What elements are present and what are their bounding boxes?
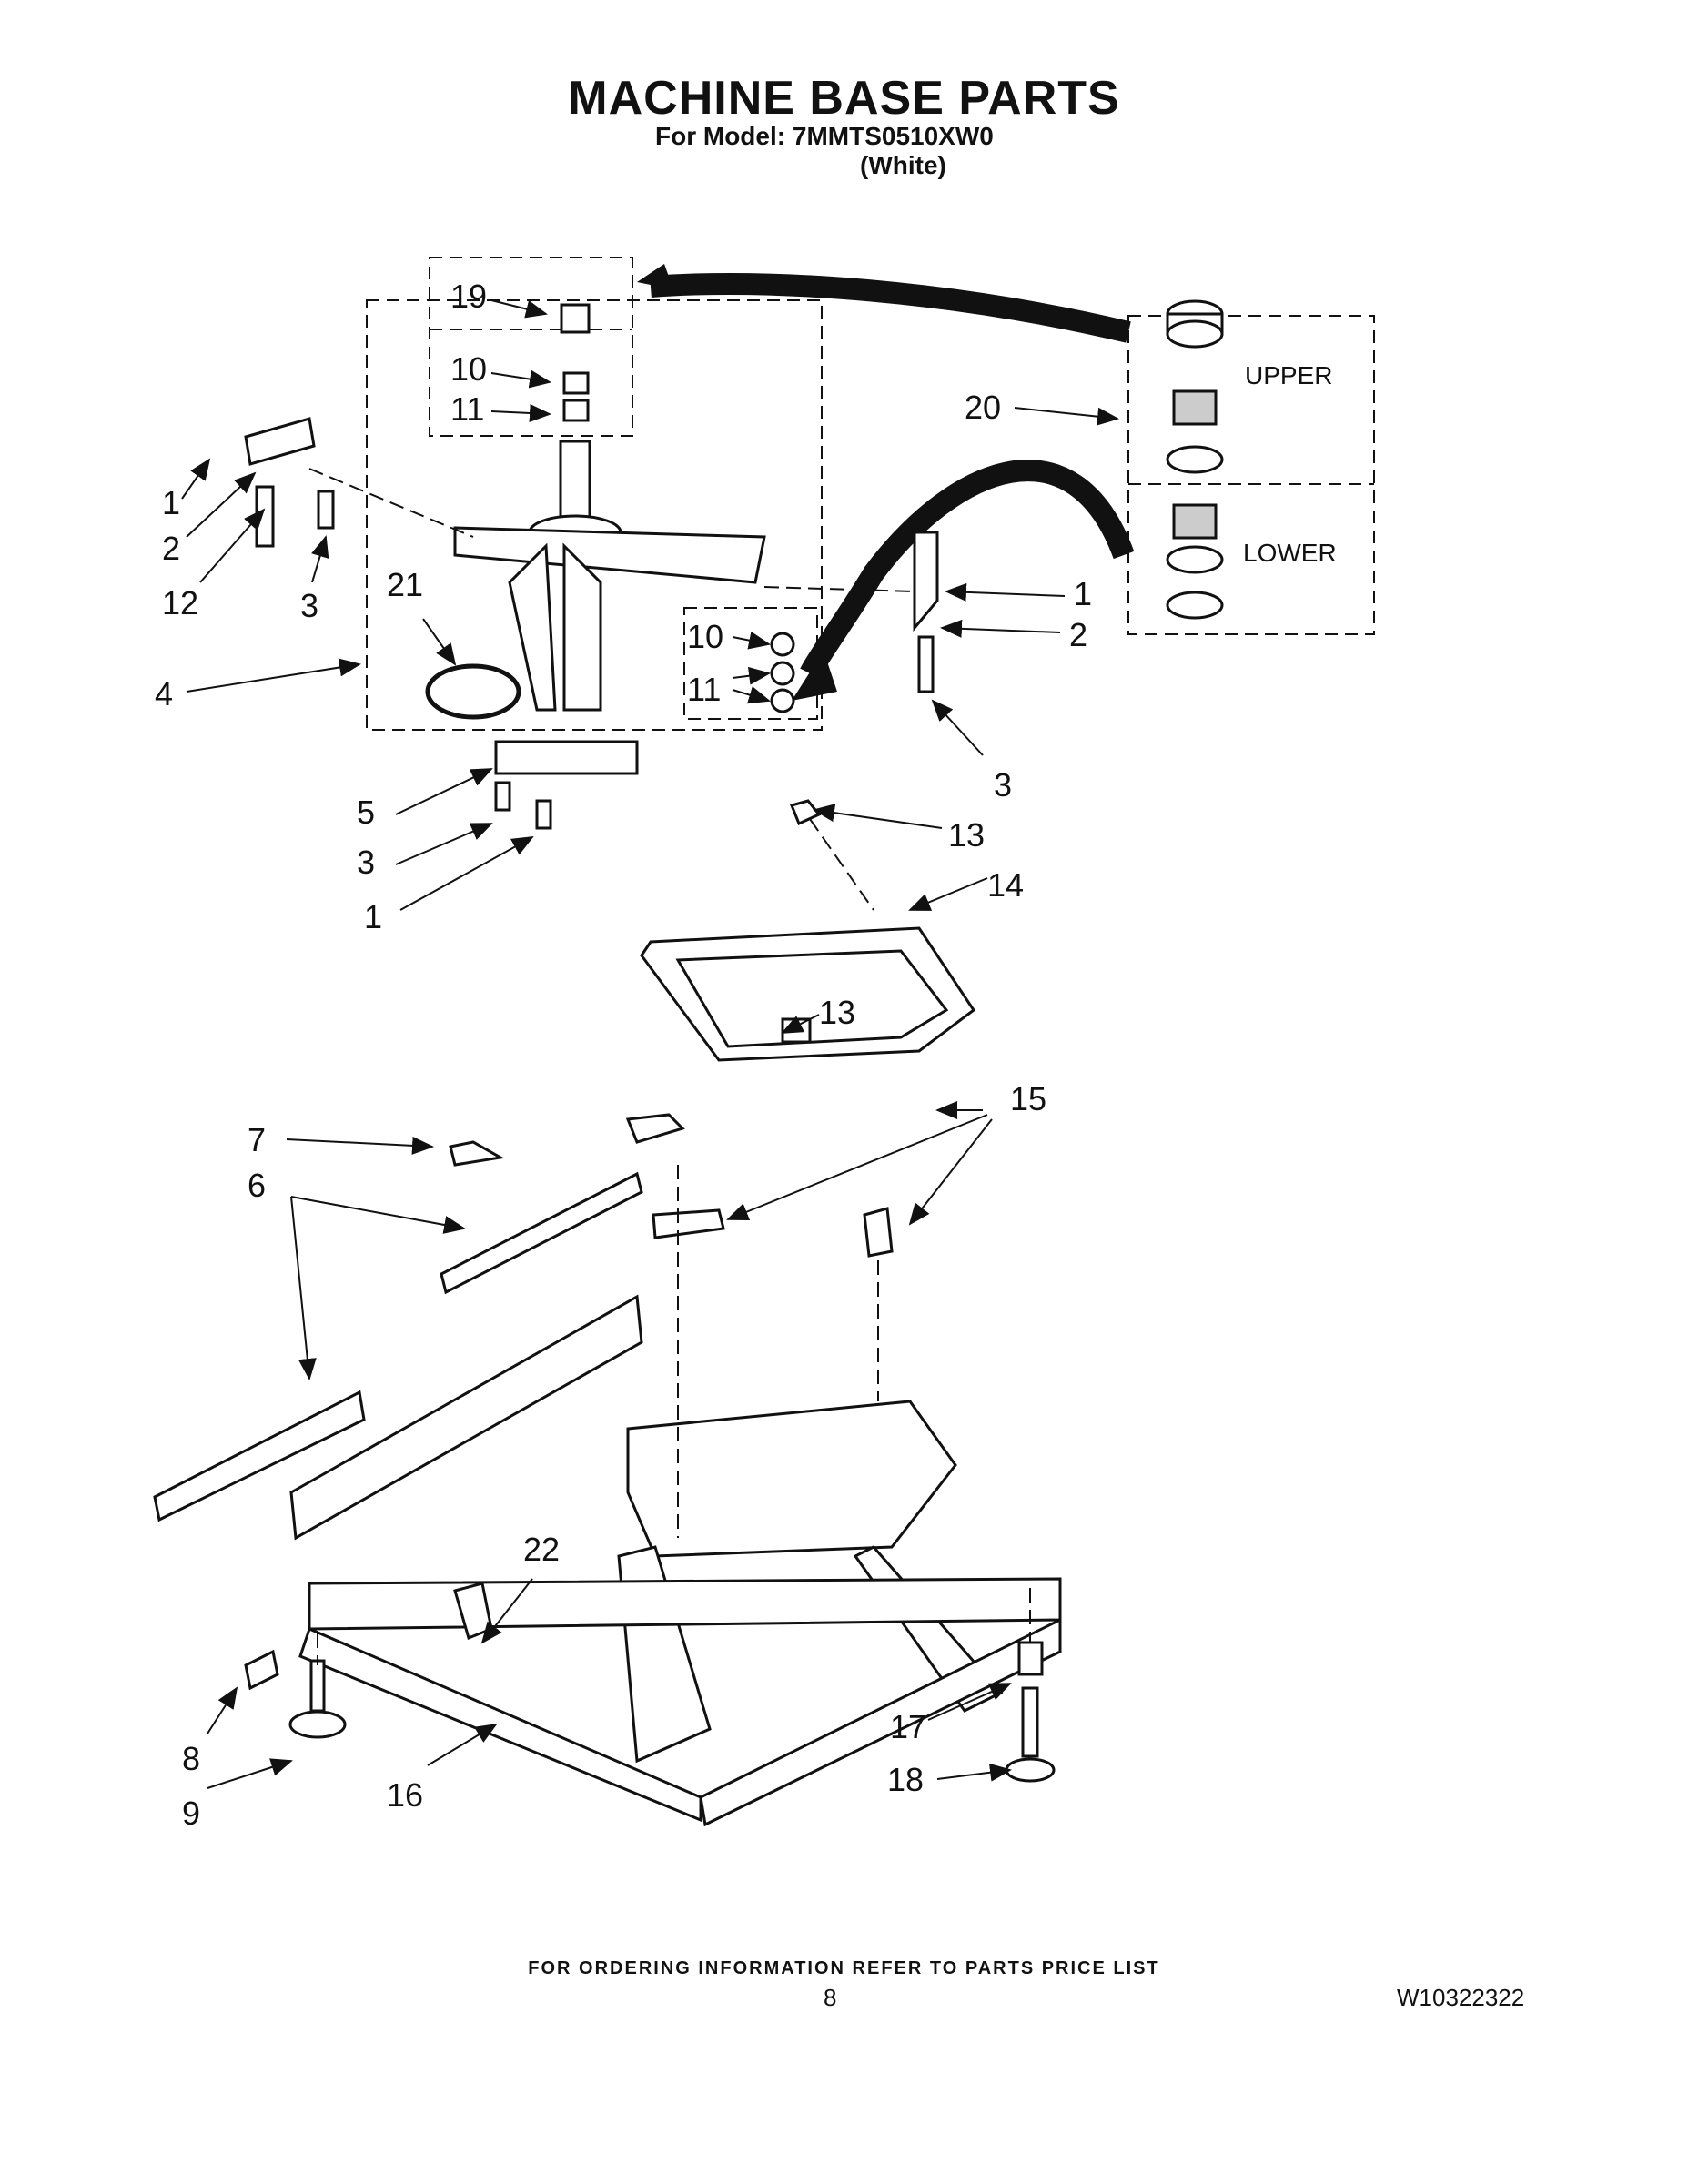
big-arrow-lower xyxy=(800,460,1135,679)
callout-11-lower: 11 xyxy=(687,671,721,708)
callout-16: 16 xyxy=(387,1776,423,1814)
callout-2-right: 2 xyxy=(1069,616,1087,653)
alignment-lines xyxy=(308,468,1031,1665)
leader-lines xyxy=(181,299,1119,1789)
bearing-kit-art xyxy=(1166,299,1224,620)
model-line: For Model: 7MMTS0510XW0 xyxy=(655,122,994,150)
document-number: W10322322 xyxy=(1397,1984,1525,2011)
callout-13-lower: 13 xyxy=(819,994,855,1031)
callout-3-bottom: 3 xyxy=(357,844,375,881)
callout-15: 15 xyxy=(1010,1080,1046,1117)
suspension-assembly-art xyxy=(244,303,939,830)
ordering-info-footer: FOR ORDERING INFORMATION REFER TO PARTS … xyxy=(528,1958,1160,1978)
color-line: (White) xyxy=(860,151,946,179)
callout-18: 18 xyxy=(887,1761,924,1798)
callout-14: 14 xyxy=(987,866,1024,904)
callout-4: 4 xyxy=(155,675,173,713)
callout-10-upper: 10 xyxy=(450,350,487,388)
callout-9: 9 xyxy=(182,1795,200,1832)
callout-21: 21 xyxy=(387,566,423,603)
callout-13-top: 13 xyxy=(948,816,985,854)
big-arrow-upper xyxy=(650,273,1131,343)
callout-17: 17 xyxy=(890,1708,926,1745)
callout-8: 8 xyxy=(182,1740,200,1777)
callout-19: 19 xyxy=(450,278,487,315)
callout-3-right: 3 xyxy=(994,766,1012,804)
callout-22: 22 xyxy=(523,1531,560,1568)
callout-1-bottom: 1 xyxy=(364,898,382,935)
callout-11-upper: 11 xyxy=(450,390,484,428)
upper-label: UPPER xyxy=(1245,361,1332,389)
callout-3-left: 3 xyxy=(300,587,318,624)
callout-10-lower: 10 xyxy=(687,618,723,655)
callout-2-left: 2 xyxy=(162,530,180,567)
callout-7: 7 xyxy=(248,1121,266,1158)
callout-1-left: 1 xyxy=(162,484,180,521)
page-title: MACHINE BASE PARTS xyxy=(568,72,1120,125)
callout-1-right: 1 xyxy=(1074,575,1092,612)
callout-12: 12 xyxy=(162,584,198,622)
callout-5: 5 xyxy=(357,794,375,831)
callout-20: 20 xyxy=(965,389,1001,426)
callout-6: 6 xyxy=(248,1167,266,1204)
lower-label: LOWER xyxy=(1243,539,1337,567)
page-number: 8 xyxy=(824,1984,837,2011)
frame-art xyxy=(153,799,1062,1827)
